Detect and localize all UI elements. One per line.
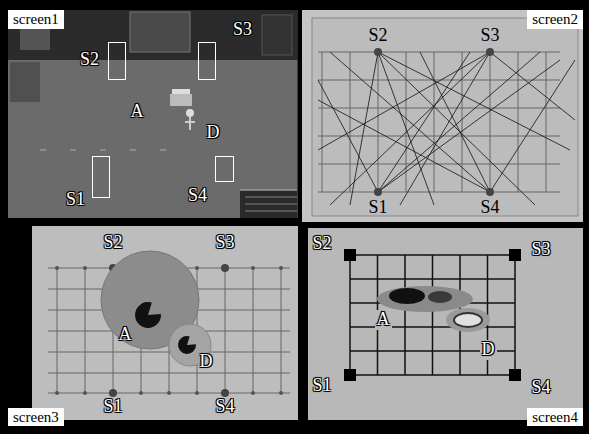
density-halo xyxy=(446,308,490,332)
sensor-label: S2 xyxy=(80,50,99,70)
sensor-label: S3 xyxy=(480,26,499,46)
screen-title: screen2 xyxy=(527,10,583,29)
screen-title: screen1 xyxy=(8,10,64,29)
target-label: D xyxy=(207,123,220,143)
stair-steps xyxy=(245,197,297,211)
screen-ground xyxy=(308,228,583,420)
plot-frame xyxy=(312,18,578,216)
floor xyxy=(8,60,297,218)
person-head xyxy=(186,109,194,117)
sensor-label: S2 xyxy=(103,233,122,253)
screen-panel: screen1S2S3S1S4 xyxy=(8,10,298,218)
floor-marking xyxy=(40,149,166,151)
heading-sector xyxy=(178,336,196,354)
screen-ground xyxy=(32,226,298,420)
sensor-dot xyxy=(486,48,494,56)
sensor-label: S1 xyxy=(103,397,122,417)
sensor-label: S1 xyxy=(66,190,85,210)
stairs xyxy=(240,190,297,218)
sensor-label: S3 xyxy=(531,240,550,260)
density-peak xyxy=(389,288,425,304)
screen-panel: screen2 xyxy=(302,10,583,222)
screen-panel: screen3 A D xyxy=(8,226,298,426)
sensor-label: S4 xyxy=(480,198,499,218)
sensor-square xyxy=(344,369,356,381)
sensor-dot xyxy=(374,48,382,56)
sensor-dot xyxy=(221,264,229,272)
screen-title: screen3 xyxy=(8,408,64,427)
sensor-label: S1 xyxy=(368,198,387,218)
sensor-dot xyxy=(221,389,229,397)
sensor-dot xyxy=(374,188,382,196)
sensor-dot xyxy=(486,188,494,196)
heading-sector xyxy=(135,302,161,328)
density-ring xyxy=(454,313,482,327)
machinery-band xyxy=(8,10,298,60)
sensor-beams xyxy=(318,52,575,205)
railing xyxy=(240,189,297,191)
screen-title: screen4 xyxy=(527,408,583,427)
sensor-label: S4 xyxy=(215,397,234,417)
density-halo xyxy=(377,286,473,312)
machine xyxy=(262,15,292,55)
sensor-square xyxy=(509,369,521,381)
target-label: D xyxy=(480,340,497,360)
sensor-dot xyxy=(109,389,117,397)
sensor-square xyxy=(344,249,356,261)
target-label: A xyxy=(119,325,132,345)
person-body xyxy=(185,117,195,130)
cage xyxy=(130,12,190,52)
sensor-box: S3 xyxy=(198,42,216,80)
machine xyxy=(10,62,40,102)
sensor-label: S2 xyxy=(368,26,387,46)
sensor-label: S4 xyxy=(188,186,207,206)
screen-ground xyxy=(302,10,583,222)
sensor-label: S1 xyxy=(312,376,331,396)
cart xyxy=(170,94,192,106)
target-label: A xyxy=(131,102,144,122)
position-circle: D xyxy=(168,323,212,367)
sensor-label: S3 xyxy=(233,20,252,40)
sensor-box: S4 xyxy=(215,156,234,182)
target-label: D xyxy=(200,352,213,372)
target-label: A xyxy=(375,310,392,330)
sensor-box: S2 xyxy=(108,42,126,80)
sensor-square xyxy=(509,249,521,261)
sensor-box: S1 xyxy=(92,156,110,198)
camera-image xyxy=(8,10,298,218)
sensor-label: S3 xyxy=(215,233,234,253)
sensor-label: S4 xyxy=(531,378,550,398)
floor-grid xyxy=(350,255,515,375)
sensor-label: S2 xyxy=(312,234,331,254)
density-peak xyxy=(428,291,452,303)
cart-top xyxy=(172,89,190,94)
